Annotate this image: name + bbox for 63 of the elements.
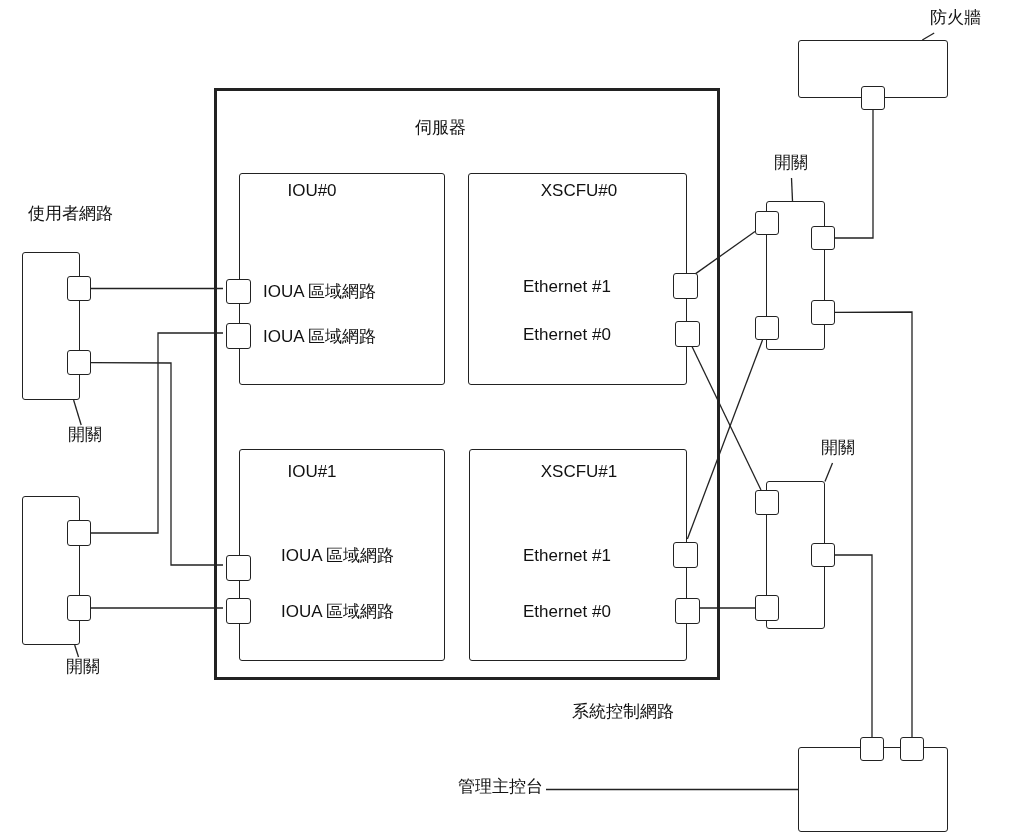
network-cable bbox=[834, 311, 913, 738]
port-square bbox=[811, 543, 835, 567]
leader-line bbox=[921, 32, 935, 41]
node-label: 開關 bbox=[66, 425, 104, 450]
network-cable bbox=[90, 607, 224, 609]
leader-line bbox=[824, 462, 834, 483]
port-square bbox=[226, 279, 251, 304]
port-square bbox=[673, 542, 698, 568]
unit-box bbox=[239, 173, 445, 385]
node-label: 開關 bbox=[818, 438, 857, 463]
leader-line bbox=[545, 788, 799, 791]
node-label: 開關 bbox=[771, 153, 811, 178]
port-label: IOUA 區域網路 bbox=[263, 281, 377, 303]
port-label: Ethernet #0 bbox=[523, 601, 611, 623]
server-heading: 伺服器 bbox=[414, 117, 466, 139]
port-square bbox=[811, 226, 835, 250]
leader-line bbox=[790, 177, 794, 202]
unit-heading: IOU#0 bbox=[287, 180, 337, 202]
port-label: IOUA 區域網路 bbox=[263, 326, 377, 348]
port-square bbox=[861, 86, 885, 110]
port-label: Ethernet #0 bbox=[523, 324, 611, 346]
network-cable bbox=[90, 287, 224, 290]
leader-line bbox=[72, 399, 82, 426]
port-label: Ethernet #1 bbox=[523, 545, 611, 567]
port-square bbox=[755, 490, 779, 515]
port-label: IOUA 區域網路 bbox=[281, 601, 395, 623]
unit-heading: XSCFU#1 bbox=[540, 461, 618, 483]
port-square bbox=[226, 598, 251, 624]
leader-line bbox=[74, 644, 80, 658]
node-label: 開關 bbox=[63, 657, 102, 682]
port-square bbox=[67, 595, 91, 621]
port-square bbox=[860, 737, 884, 761]
port-label: IOUA 區域網路 bbox=[281, 545, 395, 567]
port-square bbox=[675, 321, 700, 347]
port-square bbox=[67, 350, 91, 375]
port-label: Ethernet #1 bbox=[523, 276, 611, 298]
port-square bbox=[811, 300, 835, 325]
node-label: 管理主控台 bbox=[455, 777, 546, 802]
network-cable bbox=[90, 361, 224, 566]
unit-heading: XSCFU#0 bbox=[540, 180, 618, 202]
port-square bbox=[67, 276, 91, 301]
port-square bbox=[755, 211, 779, 235]
network-label: 系統控制網路 bbox=[572, 701, 674, 723]
unit-box bbox=[469, 449, 687, 661]
port-square bbox=[226, 323, 251, 349]
server-box bbox=[214, 88, 720, 680]
network-cable bbox=[834, 109, 874, 239]
node-label: 防火牆 bbox=[929, 8, 982, 33]
port-square bbox=[755, 595, 779, 621]
network-cable bbox=[694, 230, 756, 275]
port-square bbox=[67, 520, 91, 546]
network-cable bbox=[686, 339, 764, 540]
port-square bbox=[675, 598, 700, 624]
network-cable bbox=[834, 554, 873, 738]
unit-heading: IOU#1 bbox=[287, 461, 337, 483]
unit-box bbox=[468, 173, 687, 385]
port-square bbox=[755, 316, 779, 340]
port-square bbox=[673, 273, 698, 299]
network-cable bbox=[90, 332, 224, 534]
unit-box bbox=[239, 449, 445, 661]
port-square bbox=[226, 555, 251, 581]
network-label: 使用者網路 bbox=[27, 203, 113, 225]
port-square bbox=[900, 737, 924, 761]
